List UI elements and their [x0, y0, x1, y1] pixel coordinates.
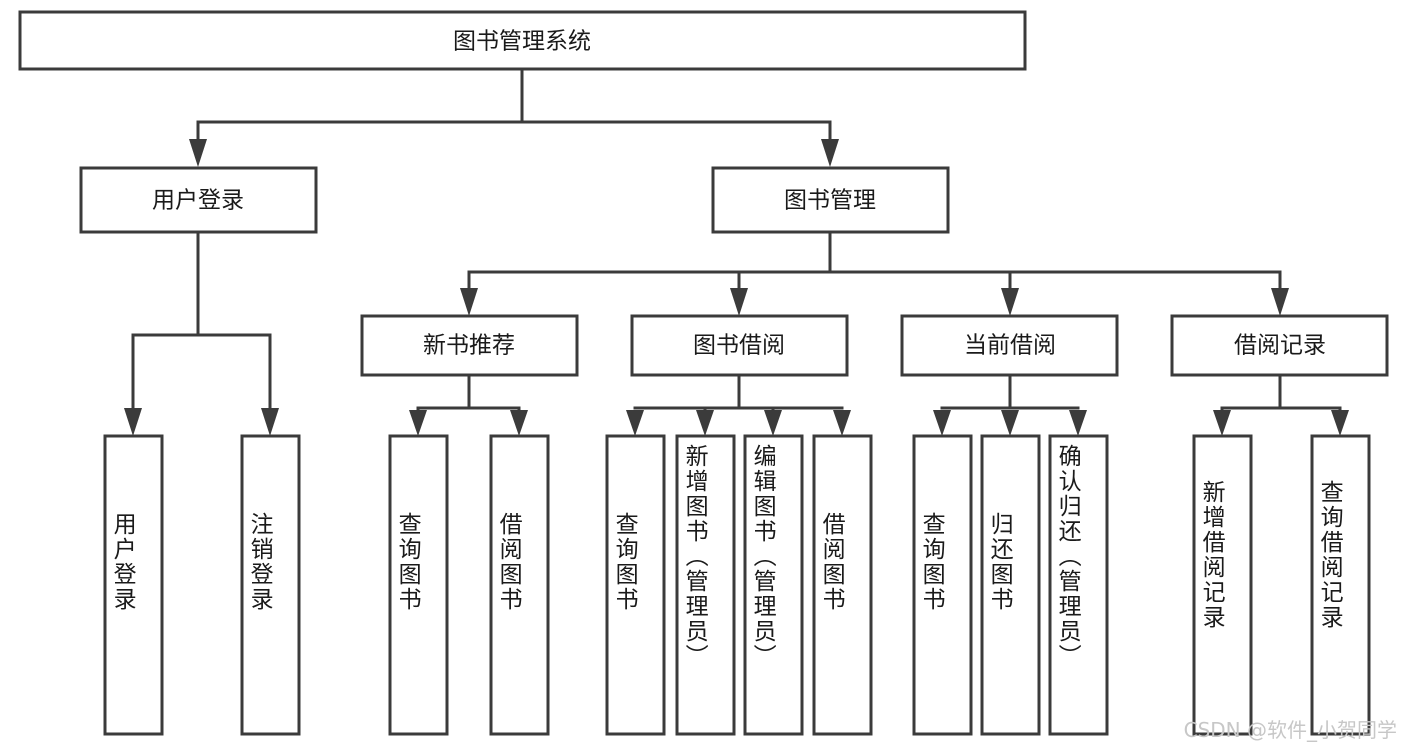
arrow-bm-to-book-borrow	[730, 288, 748, 316]
leaf-box-edit-book[interactable]	[743, 434, 804, 736]
leaf-box-query-book-3[interactable]	[912, 434, 973, 736]
node-book-borrow-label: 图书借阅	[693, 333, 785, 359]
arrow-bm-to-new-book	[460, 288, 478, 316]
leaf-box-add-record[interactable]	[1192, 434, 1253, 736]
csdn-watermark: CSDN @软件_小贺同学	[1183, 718, 1397, 742]
arrow-nb-to-query-book	[409, 410, 427, 436]
node-user-login-box[interactable]	[79, 166, 318, 234]
leaf-box-add-book[interactable]	[675, 434, 736, 736]
arrow-bb-to-query-book	[626, 410, 644, 436]
node-book-manage-box[interactable]	[711, 166, 950, 234]
node-book-manage-label: 图书管理	[784, 188, 876, 214]
node-book-borrow-box[interactable]	[630, 314, 849, 377]
arrow-ul-to-leaf-user-login	[124, 408, 142, 436]
leaf-box-borrow-book-1[interactable]	[489, 434, 550, 736]
leaf-box-user-login[interactable]	[103, 434, 164, 736]
arrow-cb-to-confirm-return	[1069, 410, 1087, 436]
leaf-box-confirm-return[interactable]	[1048, 434, 1109, 736]
node-user-login-label: 用户登录	[152, 188, 244, 214]
arrow-root-to-user-login	[189, 139, 207, 167]
arrow-nb-to-borrow-book	[510, 410, 528, 436]
node-root-box[interactable]	[18, 10, 1027, 71]
arrow-bm-to-borrow-record	[1271, 288, 1289, 316]
arrow-root-to-book-manage	[821, 139, 839, 167]
arrow-bb-to-borrow-book	[833, 410, 851, 436]
arrow-cb-to-return-book	[1001, 410, 1019, 436]
node-new-book-recommend-label: 新书推荐	[423, 333, 515, 359]
arrow-bb-to-add-book	[696, 410, 714, 436]
leaf-box-logout-login[interactable]	[240, 434, 301, 736]
node-borrow-record-box[interactable]	[1170, 314, 1389, 377]
leaf-box-query-book-1[interactable]	[388, 434, 449, 736]
leaf-box-query-book-2[interactable]	[605, 434, 666, 736]
node-current-borrow-label: 当前借阅	[964, 333, 1056, 359]
arrow-cb-to-query-book	[933, 410, 951, 436]
node-borrow-record-label: 借阅记录	[1234, 333, 1326, 359]
arrow-bm-to-current-borrow	[1001, 288, 1019, 316]
arrow-br-to-query-record	[1331, 410, 1349, 436]
node-root-label: 图书管理系统	[453, 29, 591, 55]
node-current-borrow-box[interactable]	[900, 314, 1119, 377]
arrow-ul-to-leaf-logout	[261, 408, 279, 436]
leaf-box-borrow-book-2[interactable]	[812, 434, 873, 736]
arrow-br-to-add-record	[1213, 410, 1231, 436]
leaf-box-query-record[interactable]	[1310, 434, 1371, 736]
node-new-book-recommend-box[interactable]	[360, 314, 579, 377]
leaf-box-return-book[interactable]	[980, 434, 1041, 736]
arrow-bb-to-edit-book	[764, 410, 782, 436]
